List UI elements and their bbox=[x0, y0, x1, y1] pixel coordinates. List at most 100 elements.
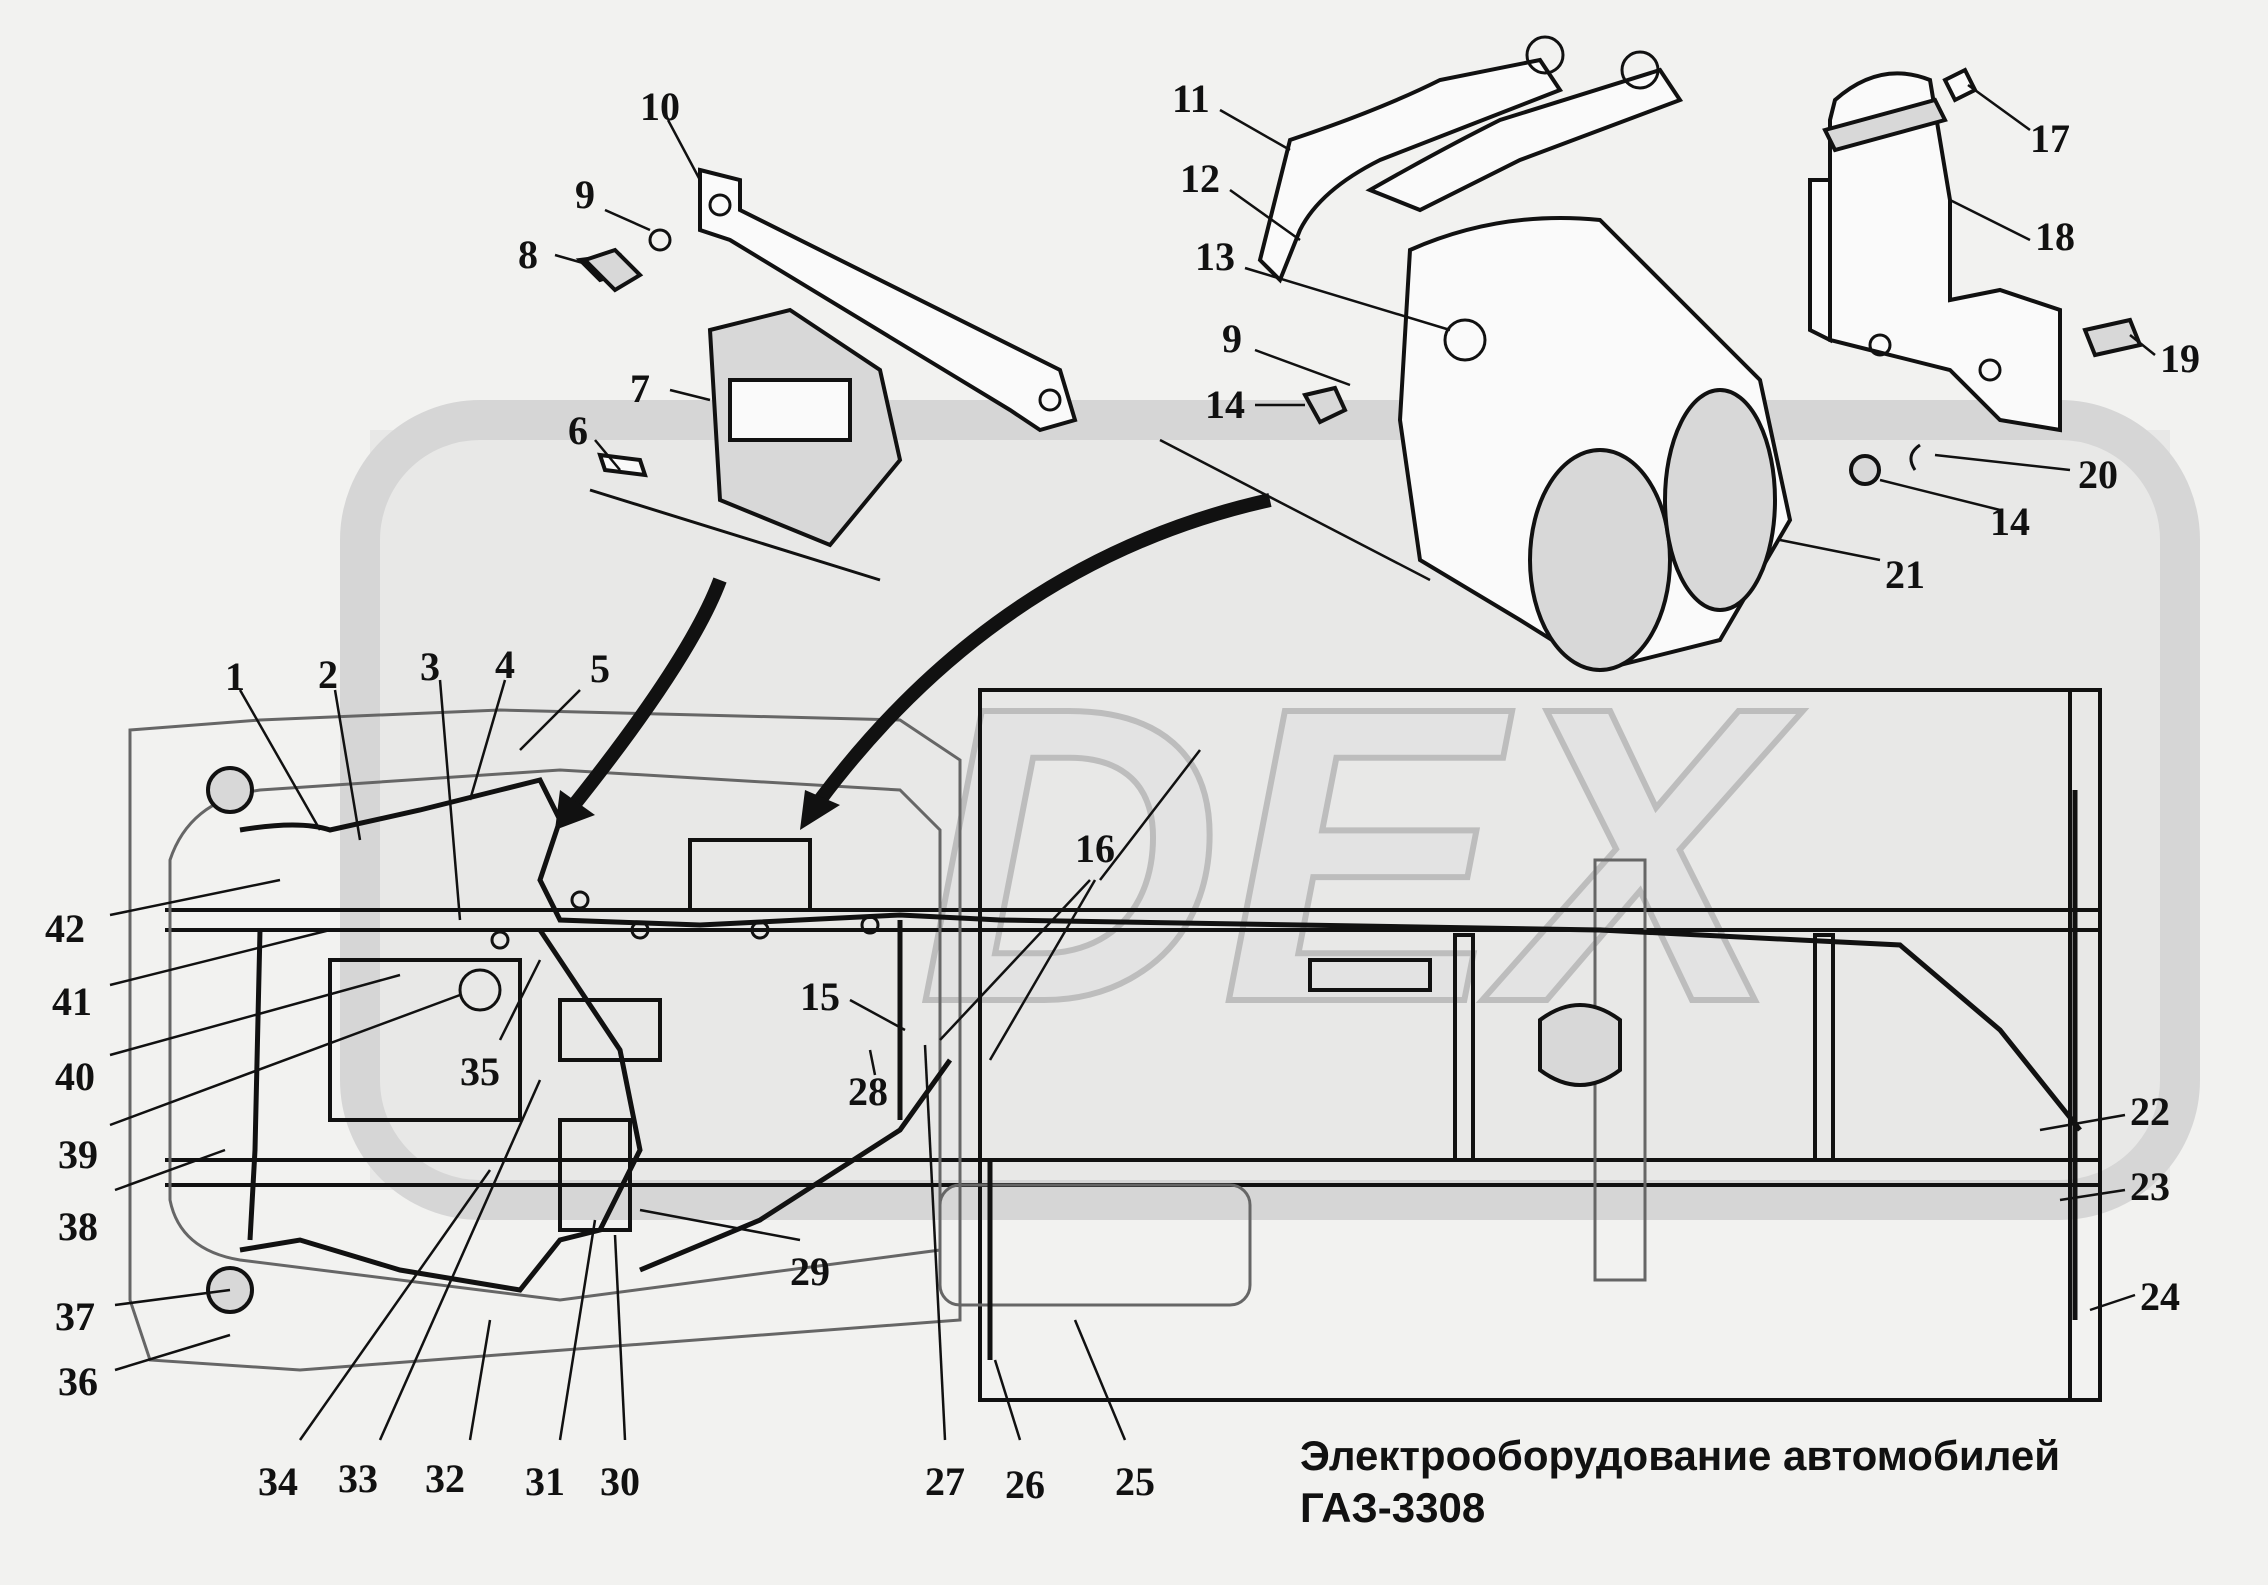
svg-text:39: 39 bbox=[58, 1132, 98, 1177]
battery-terminal-assembly bbox=[1257, 35, 1793, 673]
svg-text:23: 23 bbox=[2130, 1164, 2170, 1209]
callout-4: 4 bbox=[468, 642, 515, 801]
callout-41: 41 bbox=[52, 928, 331, 1024]
callout-42: 42 bbox=[45, 878, 281, 951]
pointer-arrows bbox=[555, 438, 1431, 830]
callout-23: 23 bbox=[2059, 1164, 2170, 1209]
callout-20: 20 bbox=[1934, 452, 2118, 497]
svg-text:8: 8 bbox=[518, 232, 538, 277]
callout-3: 3 bbox=[420, 644, 462, 921]
callout-13: 13 bbox=[1195, 234, 1451, 332]
callout-38: 38 bbox=[58, 1148, 226, 1249]
watermark-text: DEX bbox=[918, 621, 1803, 1090]
callout-27: 27 bbox=[923, 1044, 965, 1504]
callout-2: 2 bbox=[318, 652, 362, 841]
svg-text:41: 41 bbox=[52, 979, 92, 1024]
svg-text:26: 26 bbox=[1005, 1462, 1045, 1507]
callout-10: 10 bbox=[640, 84, 702, 181]
svg-text:25: 25 bbox=[1115, 1459, 1155, 1504]
callout-30: 30 bbox=[600, 1234, 640, 1504]
callout-9b: 9 bbox=[1222, 316, 1351, 387]
svg-text:13: 13 bbox=[1195, 234, 1235, 279]
callout-16: 16 bbox=[939, 749, 1201, 1061]
svg-text:2: 2 bbox=[318, 652, 338, 697]
svg-text:34: 34 bbox=[258, 1459, 298, 1504]
svg-text:14: 14 bbox=[1990, 499, 2030, 544]
svg-text:21: 21 bbox=[1885, 552, 1925, 597]
caption-line-2: ГАЗ-3308 bbox=[1300, 1484, 1486, 1531]
callout-39: 39 bbox=[58, 993, 461, 1177]
chassis-frame bbox=[165, 688, 2102, 1402]
callout-32: 32 bbox=[425, 1319, 492, 1501]
callout-17: 17 bbox=[1967, 83, 2070, 161]
callout-26: 26 bbox=[993, 1359, 1045, 1507]
callout-25: 25 bbox=[1073, 1319, 1155, 1504]
callout-35: 35 bbox=[460, 959, 542, 1094]
svg-text:27: 27 bbox=[925, 1459, 965, 1504]
callout-8: 8 bbox=[518, 232, 591, 277]
callout-7: 7 bbox=[630, 366, 711, 411]
callout-14b: 14 bbox=[1879, 478, 2030, 544]
callout-24: 24 bbox=[2089, 1274, 2180, 1319]
callout-31: 31 bbox=[525, 1219, 597, 1504]
svg-text:40: 40 bbox=[55, 1054, 95, 1099]
svg-text:1: 1 bbox=[225, 654, 245, 699]
svg-text:22: 22 bbox=[2130, 1089, 2170, 1134]
svg-text:38: 38 bbox=[58, 1204, 98, 1249]
callout-29: 29 bbox=[639, 1208, 830, 1294]
svg-text:3: 3 bbox=[420, 644, 440, 689]
svg-text:18: 18 bbox=[2035, 214, 2075, 259]
callout-37: 37 bbox=[55, 1288, 231, 1339]
callout-5: 5 bbox=[519, 646, 610, 751]
svg-text:15: 15 bbox=[800, 974, 840, 1019]
svg-text:42: 42 bbox=[45, 906, 85, 951]
svg-text:32: 32 bbox=[425, 1456, 465, 1501]
battery-switch-assembly bbox=[575, 167, 1078, 582]
svg-text:20: 20 bbox=[2078, 452, 2118, 497]
svg-text:14: 14 bbox=[1205, 382, 1245, 427]
caption-line-1: Электрооборудование автомобилей bbox=[1300, 1432, 2061, 1479]
svg-text:9: 9 bbox=[1222, 316, 1242, 361]
svg-text:28: 28 bbox=[848, 1069, 888, 1114]
svg-text:4: 4 bbox=[495, 642, 515, 687]
callout-28: 28 bbox=[848, 1049, 888, 1114]
callout-21: 21 bbox=[1779, 538, 1925, 597]
svg-text:5: 5 bbox=[590, 646, 610, 691]
callout-14a: 14 bbox=[1205, 382, 1305, 427]
wiring-harness bbox=[239, 777, 2082, 1360]
callout-36: 36 bbox=[58, 1333, 231, 1404]
callout-19: 19 bbox=[2129, 334, 2200, 381]
callout-12: 12 bbox=[1180, 156, 1301, 242]
bracket-assembly bbox=[1808, 67, 2143, 486]
svg-text:36: 36 bbox=[58, 1359, 98, 1404]
svg-text:16: 16 bbox=[1075, 826, 1115, 871]
callout-22: 22 bbox=[2039, 1089, 2170, 1134]
callout-33: 33 bbox=[338, 1079, 542, 1501]
diagram-caption: Электрооборудование автомобилей ГАЗ-3308 bbox=[1300, 1430, 2060, 1534]
svg-text:17: 17 bbox=[2030, 116, 2070, 161]
svg-text:33: 33 bbox=[338, 1456, 378, 1501]
callout-6: 6 bbox=[568, 408, 621, 471]
svg-text:9: 9 bbox=[575, 172, 595, 217]
svg-text:6: 6 bbox=[568, 408, 588, 453]
watermark: DEX bbox=[340, 400, 2200, 1220]
svg-text:24: 24 bbox=[2140, 1274, 2180, 1319]
callout-40: 40 bbox=[55, 973, 401, 1099]
callout-1: 1 bbox=[225, 654, 322, 831]
callout-34: 34 bbox=[258, 1169, 492, 1504]
svg-text:31: 31 bbox=[525, 1459, 565, 1504]
svg-text:29: 29 bbox=[790, 1249, 830, 1294]
callout-9a: 9 bbox=[575, 172, 651, 232]
callout-18: 18 bbox=[1949, 198, 2075, 259]
svg-text:37: 37 bbox=[55, 1294, 95, 1339]
svg-text:12: 12 bbox=[1180, 156, 1220, 201]
callout-11: 11 bbox=[1172, 76, 1291, 152]
svg-text:11: 11 bbox=[1172, 76, 1210, 121]
svg-text:10: 10 bbox=[640, 84, 680, 129]
svg-text:19: 19 bbox=[2160, 336, 2200, 381]
svg-text:35: 35 bbox=[460, 1049, 500, 1094]
callout-15: 15 bbox=[800, 974, 906, 1032]
svg-text:30: 30 bbox=[600, 1459, 640, 1504]
